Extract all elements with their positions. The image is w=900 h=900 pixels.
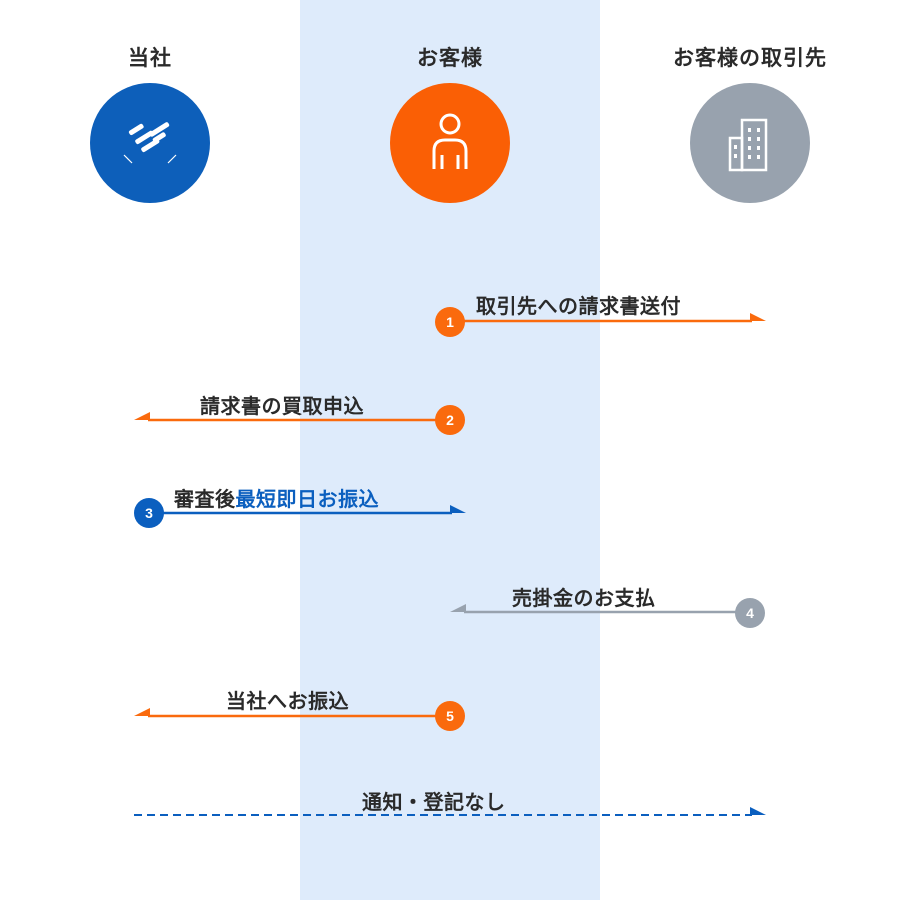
customer-column-title: お客様 — [417, 46, 483, 70]
step-1-label: 取引先への請求書送付 — [476, 294, 681, 318]
step-3-badge: 3 — [134, 498, 164, 528]
step-4-badge: 4 — [735, 598, 765, 628]
trading-partner-column-title: お客様の取引先 — [673, 46, 827, 70]
step-3-label-prefix: 審査後 — [174, 487, 236, 511]
step-1-arrowhead — [750, 313, 766, 321]
step-2-label: 請求書の買取申込 — [200, 394, 364, 418]
step-3-label: 審査後最短即日お振込 — [174, 483, 379, 512]
notice-arrowhead — [750, 807, 766, 815]
step-4-label: 売掛金のお支払 — [512, 586, 656, 610]
building-icon — [690, 83, 810, 203]
notice-label: 通知・登記なし — [362, 790, 506, 814]
step-3-arrowhead — [450, 505, 466, 513]
step-1-badge: 1 — [435, 307, 465, 337]
company-logo-icon — [90, 83, 210, 203]
step-3-label-highlight: 最短即日お振込 — [235, 487, 379, 511]
step-5-arrowhead — [134, 708, 150, 716]
step-2-arrowhead — [134, 412, 150, 420]
person-icon — [390, 83, 510, 203]
company-column-title: 当社 — [128, 46, 172, 70]
step-5-label: 当社へお振込 — [226, 689, 349, 713]
step-4-arrowhead — [450, 604, 466, 612]
step-5-badge: 5 — [435, 701, 465, 731]
step-2-badge: 2 — [435, 405, 465, 435]
